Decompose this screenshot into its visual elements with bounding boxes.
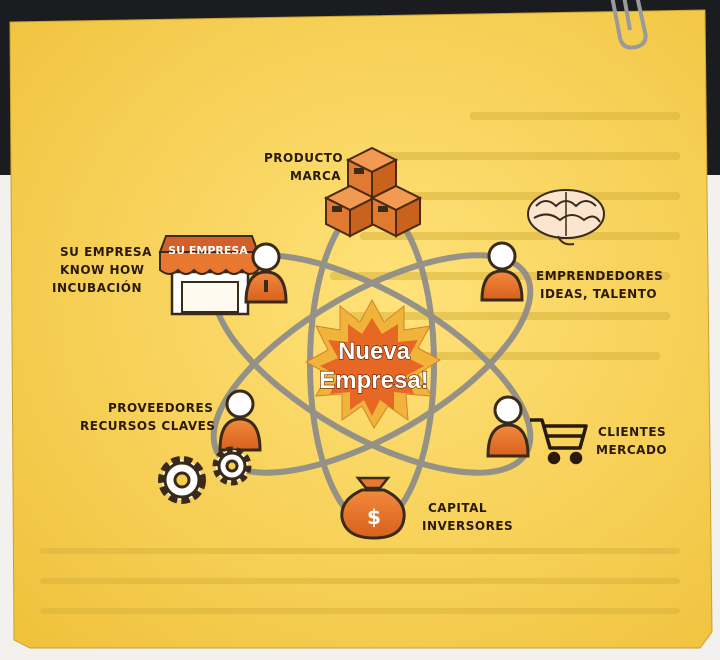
person-icon xyxy=(218,389,262,452)
money-bag-icon: $ xyxy=(340,476,406,540)
su-empresa-label-2: KNOW HOW xyxy=(60,263,144,277)
center-title-line-1: Nueva xyxy=(338,338,411,365)
proveedores-label-1: PROVEEDORES xyxy=(108,401,213,415)
su-empresa-label-1: SU EMPRESA xyxy=(60,245,152,259)
person-icon xyxy=(480,241,524,302)
capital-label-2: INVERSORES xyxy=(422,519,513,533)
storefront-icon xyxy=(158,235,260,316)
su-empresa-label-3: INCUBACIÓN xyxy=(52,280,142,295)
emprendedores-label-2: IDEAS, TALENTO xyxy=(540,287,657,301)
awning-label: SU EMPRESA xyxy=(168,244,248,257)
center-starburst xyxy=(304,298,441,429)
clientes-label-2: MERCADO xyxy=(596,443,667,457)
boxes-icon xyxy=(323,146,423,238)
brain-icon xyxy=(527,189,605,246)
clientes-label-1: CLIENTES xyxy=(598,425,666,439)
shopping-cart-icon xyxy=(530,418,588,465)
paperclip-icon xyxy=(610,0,648,50)
person-icon xyxy=(486,395,530,458)
producto-label-1: PRODUCTO xyxy=(264,151,343,165)
gears-icon xyxy=(158,446,252,504)
producto-label-2: MARCA xyxy=(290,169,341,183)
svg-text:$: $ xyxy=(367,505,381,529)
capital-label-1: CAPITAL xyxy=(428,501,487,515)
person-icon xyxy=(244,242,288,304)
center-title-line-2: Empresa! xyxy=(319,367,428,394)
emprendedores-label-1: EMPRENDEDORES xyxy=(536,269,663,283)
proveedores-label-2: RECURSOS CLAVES xyxy=(80,419,215,433)
